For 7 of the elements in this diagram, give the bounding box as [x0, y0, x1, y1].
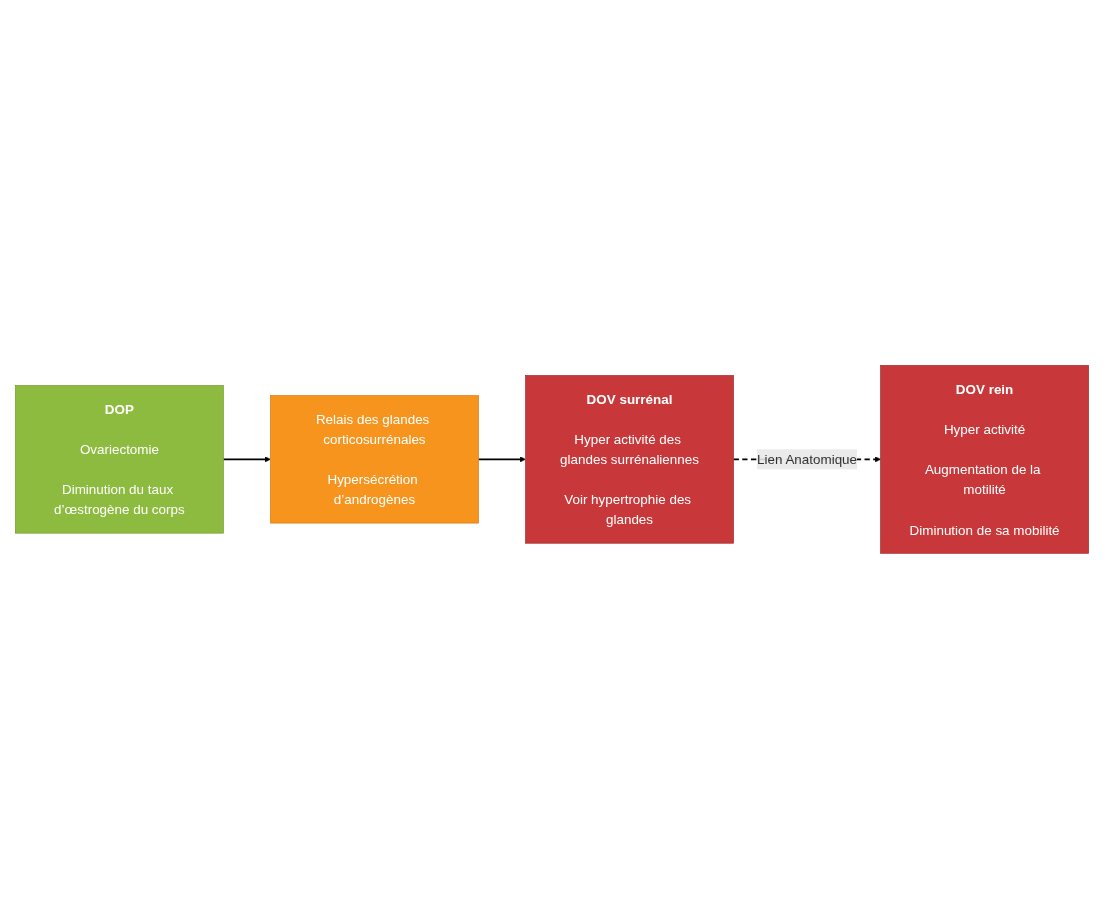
node-box: DOV rein Hyper activité Augmentation de la motilité Diminution de sa mobilité — [880, 364, 1089, 554]
arrow — [222, 456, 271, 462]
node-box: DOP Ovariectomie Diminution du taux d’œstrogène du corps — [15, 384, 224, 534]
arrow — [477, 456, 526, 462]
node-box: DOV surrénal Hyper activité des glandes surrénaliennes Voir hypertrophie des glandes — [525, 374, 734, 544]
edge-label: Lien Anatomique — [757, 451, 858, 467]
node-box: Relais des glandes corticosurrénales Hypersécrétion d’androgènes — [270, 394, 479, 524]
